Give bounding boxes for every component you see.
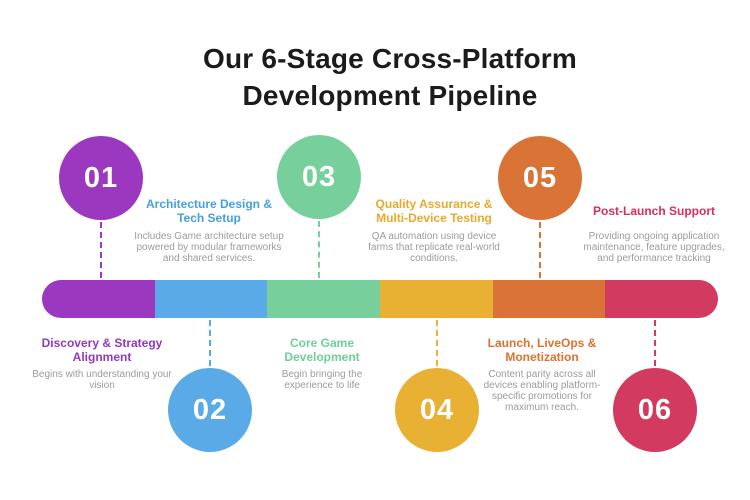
stage-2-description: Includes Game architecture setup powered…: [134, 231, 284, 264]
stage-1-description: Begins with understanding your vision: [32, 369, 172, 391]
stage-3-text: Core Game Development Begin bringing the…: [262, 334, 382, 391]
stage-3-title: Core Game Development: [284, 335, 360, 364]
page-title-line1: Our 6-Stage Cross-Platform: [203, 43, 577, 74]
stage-6-text: Post-Launch Support Providing ongoing ap…: [579, 194, 729, 264]
page-title-bold-part: 6-Stage: [261, 43, 364, 74]
timeline-segment-3: [267, 280, 381, 318]
stage-2-circle: 02: [168, 368, 252, 452]
stage-2-connector: [209, 320, 211, 366]
stage-4-title: Quality Assurance & Multi-Device Testing: [375, 196, 493, 225]
stage-4-text: Quality Assurance & Multi-Device Testing…: [359, 194, 509, 264]
stage-4-number: 04: [419, 393, 455, 426]
stage-3-description: Begin bringing the experience to life: [281, 369, 363, 391]
timeline-segment-6: [605, 280, 718, 318]
timeline-bar: [42, 280, 718, 318]
stage-4-connector: [436, 320, 438, 366]
stage-5-description: Content parity across all devices enabli…: [483, 369, 601, 413]
timeline-segment-1: [42, 280, 155, 318]
stage-1-circle: 01: [59, 136, 143, 220]
stage-4-description: QA automation using device farms that re…: [368, 231, 500, 264]
page-title-line2: Development Pipeline: [242, 80, 538, 111]
timeline-segment-4: [380, 280, 493, 318]
timeline-segment-2: [154, 280, 268, 318]
stage-2-text: Architecture Design & Tech Setup Include…: [134, 194, 284, 264]
stage-5-text: Launch, LiveOps & Monetization Content p…: [472, 334, 612, 413]
stage-6-number: 06: [637, 393, 673, 426]
stage-2-number: 02: [192, 393, 228, 426]
stage-5-circle: 05: [498, 136, 582, 220]
stage-1-number: 01: [83, 161, 119, 194]
stage-3-circle: 03: [277, 135, 361, 219]
page-title: Our 6-Stage Cross-Platform Development P…: [15, 40, 750, 114]
stage-6-circle: 06: [613, 368, 697, 452]
stage-2-title: Architecture Design & Tech Setup: [145, 196, 273, 225]
timeline-segment-5: [492, 280, 606, 318]
stage-1-connector: [100, 222, 102, 278]
stage-1-title: Discovery & Strategy Alignment: [41, 335, 163, 364]
stage-5-title: Launch, LiveOps & Monetization: [487, 335, 597, 364]
stage-1-text: Discovery & Strategy Alignment Begins wi…: [32, 334, 172, 391]
stage-5-number: 05: [522, 161, 558, 194]
stage-5-connector: [539, 222, 541, 278]
stage-6-connector: [654, 320, 656, 366]
stage-6-title: Post-Launch Support: [593, 203, 715, 218]
stage-4-circle: 04: [395, 368, 479, 452]
stage-3-connector: [318, 221, 320, 278]
stage-3-number: 03: [301, 160, 337, 193]
stage-6-description: Providing ongoing application maintenanc…: [583, 231, 725, 264]
